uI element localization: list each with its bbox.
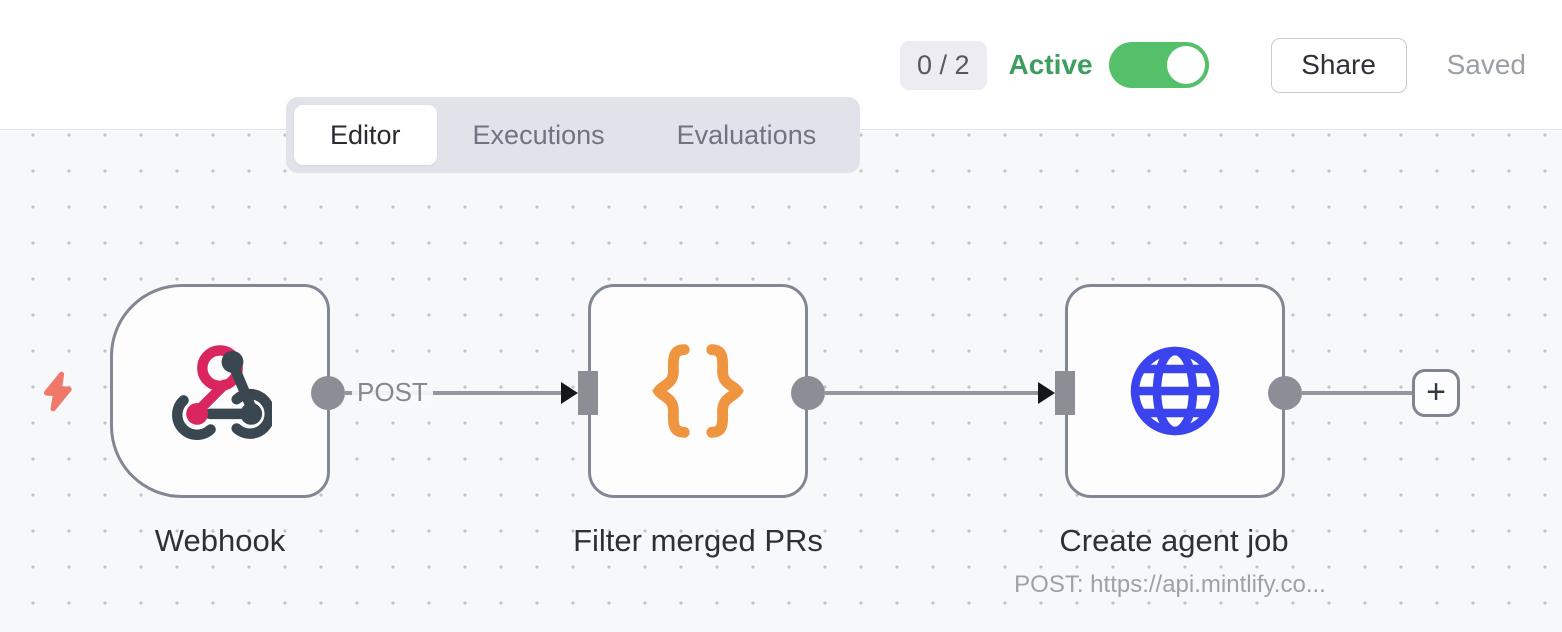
node-title-webhook: Webhook <box>154 523 286 558</box>
filter-input-port[interactable] <box>578 371 598 415</box>
globe-icon <box>1130 346 1220 436</box>
input-arrow-icon <box>1038 382 1055 404</box>
http-input-port[interactable] <box>1055 371 1075 415</box>
tab-executions[interactable]: Executions <box>472 119 605 150</box>
workflow-canvas[interactable]: POST <box>0 131 1562 632</box>
saved-status: Saved <box>1446 49 1526 80</box>
connection-line[interactable] <box>345 391 561 395</box>
connection-line[interactable] <box>1302 391 1412 395</box>
node-webhook[interactable] <box>110 284 330 498</box>
webhook-icon <box>172 345 272 440</box>
code-braces-icon <box>652 344 744 438</box>
view-tabbar: Editor Executions Evaluations <box>286 97 861 173</box>
share-button[interactable]: Share <box>1270 37 1407 93</box>
webhook-output-port[interactable] <box>311 376 345 410</box>
execution-count-badge: 0 / 2 <box>900 40 987 90</box>
active-toggle[interactable] <box>1108 42 1209 88</box>
connection-post-label: POST <box>352 377 433 408</box>
header-controls: 0 / 2 Active Share Saved <box>900 0 1526 130</box>
connection-line[interactable] <box>825 391 1038 395</box>
input-arrow-icon <box>561 382 578 404</box>
active-label: Active <box>1008 49 1093 80</box>
toggle-knob <box>1166 46 1205 84</box>
node-title-filter: Filter merged PRs <box>573 523 823 558</box>
filter-output-port[interactable] <box>791 376 825 410</box>
node-filter-merged-prs[interactable] <box>588 284 808 498</box>
node-subtitle-http-url: POST: https://api.mintlify.co... <box>1014 571 1326 598</box>
add-node-button[interactable]: + <box>1412 369 1460 417</box>
node-title-create-agent-job: Create agent job <box>1059 523 1289 558</box>
http-output-port[interactable] <box>1268 376 1302 410</box>
trigger-bolt-icon <box>43 371 72 412</box>
node-create-agent-job[interactable] <box>1065 284 1285 498</box>
tab-editor[interactable]: Editor <box>294 105 437 165</box>
tab-evaluations[interactable]: Evaluations <box>676 119 817 150</box>
